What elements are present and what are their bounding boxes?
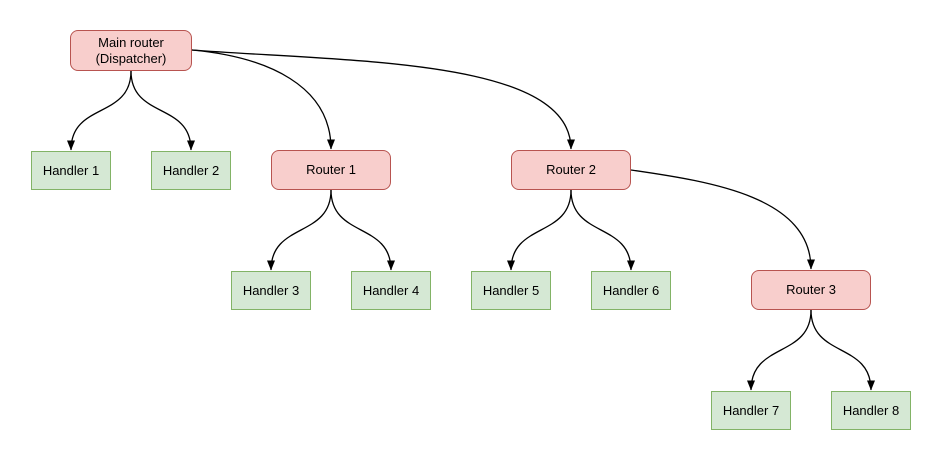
node-handler-8-label: Handler 8 xyxy=(842,402,900,418)
edge-router-2-to-handler-6 xyxy=(570,189,635,271)
node-handler-4-label: Handler 4 xyxy=(362,282,420,298)
node-handler-7-label: Handler 7 xyxy=(722,402,780,418)
node-handler-5: Handler 5 xyxy=(471,271,551,310)
node-router-3: Router 3 xyxy=(751,270,871,310)
node-router-1: Router 1 xyxy=(271,150,391,190)
node-main-router-label: Main router xyxy=(98,34,164,50)
edge-router-1-to-handler-3 xyxy=(267,189,332,271)
node-handler-2: Handler 2 xyxy=(151,151,231,190)
node-handler-3-label: Handler 3 xyxy=(242,282,300,298)
node-handler-1-label: Handler 1 xyxy=(42,162,100,178)
node-handler-6: Handler 6 xyxy=(591,271,671,310)
node-router-2: Router 2 xyxy=(511,150,631,190)
node-router-3-label: Router 3 xyxy=(786,282,836,297)
node-handler-7: Handler 7 xyxy=(711,391,791,430)
edge-main-router-to-router-1 xyxy=(191,49,335,150)
edge-main-router-to-handler-2 xyxy=(130,70,195,151)
edge-main-router-to-router-2 xyxy=(191,49,575,150)
edge-router-3-to-handler-7 xyxy=(747,309,812,391)
node-handler-6-label: Handler 6 xyxy=(602,282,660,298)
edge-router-3-to-handler-8 xyxy=(810,309,875,391)
node-router-1-label: Router 1 xyxy=(306,162,356,177)
node-handler-5-label: Handler 5 xyxy=(482,282,540,298)
node-handler-8: Handler 8 xyxy=(831,391,911,430)
node-handler-4: Handler 4 xyxy=(351,271,431,310)
node-handler-3: Handler 3 xyxy=(231,271,311,310)
edge-router-1-to-handler-4 xyxy=(330,189,395,271)
node-handler-1: Handler 1 xyxy=(31,151,111,190)
node-handler-2-label: Handler 2 xyxy=(162,162,220,178)
edge-main-router-to-handler-1 xyxy=(67,70,132,151)
edge-router-2-to-router-3 xyxy=(630,169,815,270)
node-router-2-label: Router 2 xyxy=(546,162,596,177)
edge-router-2-to-handler-5 xyxy=(507,189,572,271)
node-main-router-sublabel: (Dispatcher) xyxy=(95,50,167,66)
node-main-router: Main router (Dispatcher) xyxy=(70,30,192,71)
